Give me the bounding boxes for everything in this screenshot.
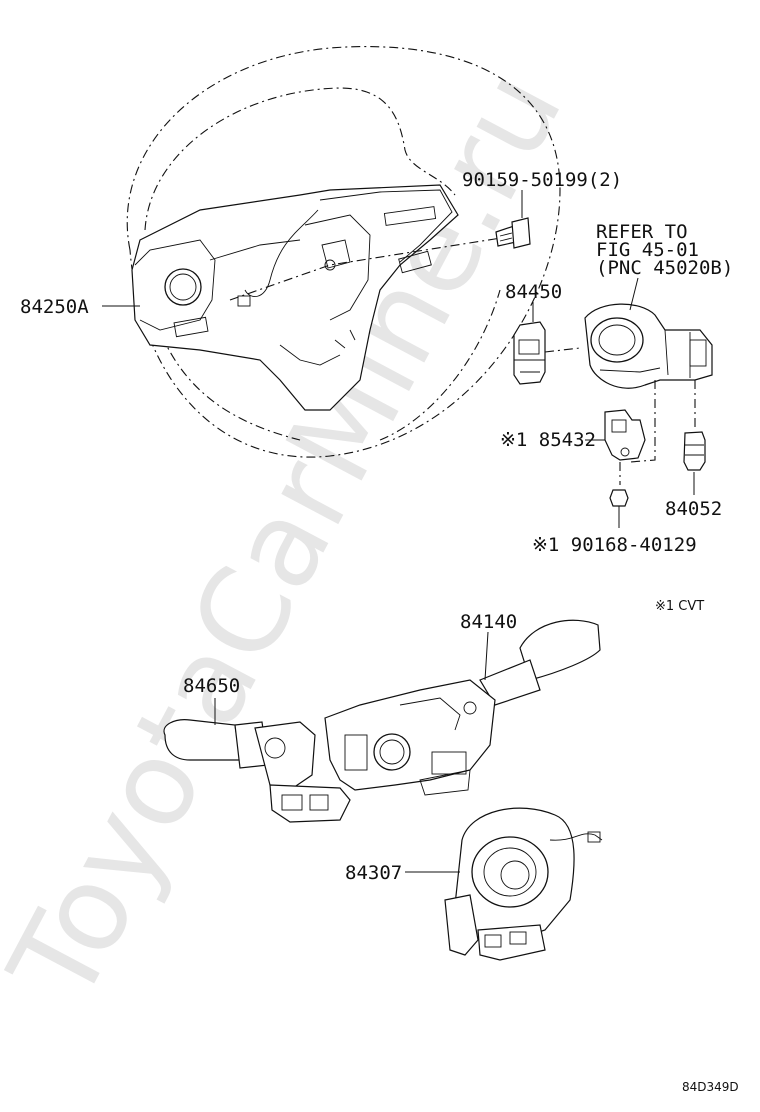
label-84140: 84140 (460, 611, 517, 633)
refer-to-line3: (PNC 45020B) (596, 257, 733, 279)
steering-wheel[interactable] (102, 46, 561, 458)
label-84052: 84052 (665, 498, 722, 520)
switch-84450[interactable] (513, 302, 581, 385)
turn-signal-switch[interactable] (163, 698, 351, 823)
label-90168-40129: ※1 90168-40129 (532, 534, 697, 556)
refer-to-line2: FIG 45-01 (596, 239, 699, 261)
wiper-switch[interactable] (324, 619, 601, 796)
label-84450: 84450 (505, 281, 562, 303)
steering-lock-assembly[interactable] (584, 277, 713, 389)
switch-85432[interactable] (585, 409, 646, 485)
label-85432: ※1 85432 (500, 429, 596, 451)
label-84307: 84307 (345, 862, 402, 884)
steering-wheel-bolt[interactable] (495, 190, 531, 249)
figure-id: 84D349D (682, 1080, 739, 1094)
label-84250a: 84250A (20, 296, 89, 318)
nut-90168-40129[interactable] (609, 489, 629, 528)
refer-to-line1: REFER TO (596, 221, 688, 243)
cvt-note: ※1 CVT (655, 599, 704, 614)
label-90159-50199: 90159-50199(2) (462, 169, 622, 191)
spiral-cable[interactable] (405, 807, 603, 961)
label-84650: 84650 (183, 675, 240, 697)
sensor-84052[interactable] (683, 431, 706, 495)
